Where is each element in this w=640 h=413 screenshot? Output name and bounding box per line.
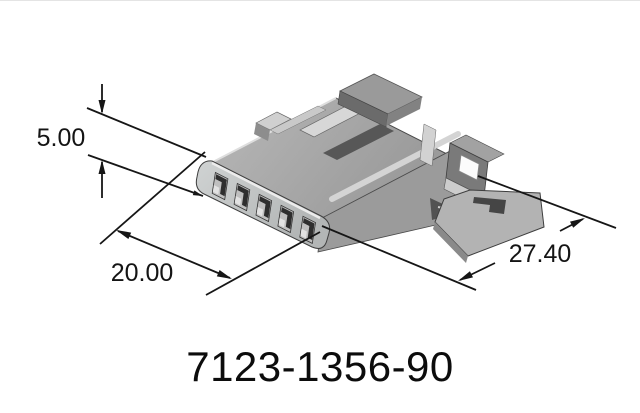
latch-head-right bbox=[386, 97, 422, 126]
depth-extension-line-right bbox=[477, 175, 617, 229]
guide-rib bbox=[269, 105, 327, 135]
height-arrow-down bbox=[98, 100, 106, 114]
page-top-hairline bbox=[0, 0, 640, 1]
height-extension-tick bbox=[192, 190, 203, 196]
dimension-width-label: 20.00 bbox=[111, 259, 174, 287]
height-extension-line-bottom bbox=[87, 154, 204, 197]
part-number: 7123-1356-90 bbox=[186, 343, 454, 390]
width-dim-line bbox=[117, 230, 231, 279]
depth-arrow-left bbox=[458, 271, 473, 281]
dimension-height: 5.00 bbox=[37, 84, 207, 198]
height-extension-line-top bbox=[86, 107, 207, 158]
width-extension-line-left bbox=[99, 151, 206, 245]
connector-body bbox=[195, 73, 545, 263]
guide-block-front bbox=[254, 123, 270, 141]
width-extension-line-right bbox=[205, 231, 321, 296]
dimension-height-label: 5.00 bbox=[37, 124, 86, 152]
depth-extension-line-left bbox=[321, 225, 477, 291]
depth-arrow-right bbox=[570, 218, 585, 228]
dimension-width: 20.00 bbox=[99, 151, 321, 296]
seal-retainer-rib bbox=[329, 131, 461, 202]
front-face-chamfer-highlight bbox=[211, 161, 321, 220]
flange-front-edge bbox=[433, 222, 468, 263]
end-slot-opening bbox=[458, 154, 480, 181]
width-arrow-left bbox=[116, 230, 132, 239]
height-arrow-up bbox=[98, 160, 106, 174]
top-recess bbox=[323, 124, 394, 160]
dimension-depth: 27.40 bbox=[321, 175, 617, 291]
right-rib bbox=[419, 123, 437, 167]
guide-block-top bbox=[255, 111, 292, 131]
dimension-depth-label: 27.40 bbox=[509, 240, 572, 268]
flange-slot bbox=[473, 197, 506, 214]
width-arrow-right bbox=[216, 270, 232, 279]
